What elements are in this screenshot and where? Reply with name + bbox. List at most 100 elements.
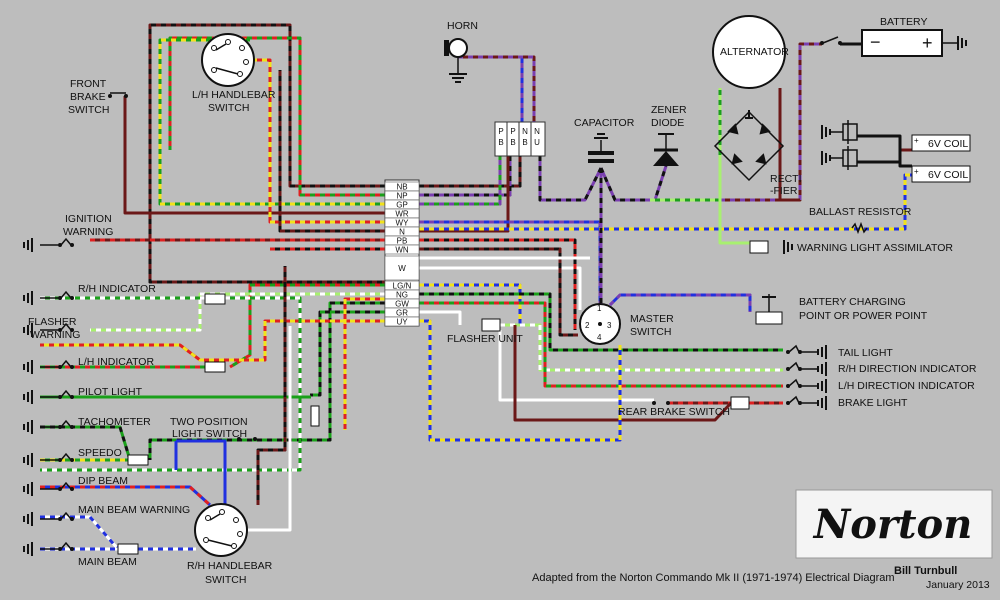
connector-row-label: NG [396,291,408,300]
battery-plus: + [922,33,933,53]
lamp-icon [60,359,72,368]
wire-tracer [419,283,522,327]
flasher-unit: FLASHER UNIT [447,318,523,345]
front-brake-label-2: BRAKE [70,91,106,103]
wire [498,330,654,402]
rectifier-label-2: -FIER [770,185,798,197]
capacitor-label: CAPACITOR [574,117,635,129]
credit-date: January 2013 [926,579,990,591]
lamp-terminal [786,401,790,405]
connector-row-label: NP [396,192,407,201]
credit-source: Adapted from the Norton Commando Mk II (… [532,572,895,584]
wire-tracer [419,156,512,197]
master-pin-3: 3 [607,321,612,330]
connector-row-label: UY [396,318,408,327]
wire [240,58,385,224]
wire-tracer [500,323,783,372]
wire-tracer [419,156,502,206]
master-switch[interactable]: 1 2 3 4 MASTER SWITCH [579,303,674,345]
wire-tracer [310,310,385,397]
credit-author: Bill Turnbull [894,565,957,577]
ground-icon [23,511,33,527]
wire [857,134,912,168]
battery: BATTERY − + [820,16,967,57]
rear-brake-switch: REAR BRAKE SWITCH [618,396,750,418]
wire-tracer [278,70,385,233]
lamp-icon [60,290,72,299]
lamp-terminal [786,350,790,354]
rear-brake-label: REAR BRAKE SWITCH [618,406,730,418]
wire [40,485,212,507]
wire [245,326,292,532]
connector-row-label: LG/N [393,282,412,291]
norton-logo: Norton [812,501,973,548]
wire [419,156,512,197]
wire [718,160,750,245]
rh-handlebar-switch[interactable]: R/H HANDLEBAR SWITCH [187,503,273,586]
wire-tracer [419,156,522,188]
lamp-icon [788,378,800,387]
lamp-icon [788,395,800,404]
terminal-wire-label: P [498,127,503,136]
main-beam-label: MAIN BEAM [78,556,137,568]
wire-tracer [40,296,302,472]
lh-handlebar-switch[interactable]: L/H HANDLEBAR SWITCH [192,33,276,114]
warning-light-assimilator: WARNING LIGHT ASSIMILATOR [749,239,953,255]
lamp-icon [60,322,72,331]
ballast-resistor-icon [851,221,868,235]
terminal-wire-label: B [510,138,515,147]
norton-badge: Norton [795,489,993,559]
wire-tracer [168,36,385,197]
ground-icon [817,378,827,394]
wire [419,310,462,325]
speedo-relay [127,454,149,466]
wire-tracer [40,485,212,507]
ground-icon [23,389,33,405]
connector-row-label: PB [397,237,408,246]
speedo-label: SPEEDO [78,447,122,459]
wire [148,23,385,284]
lh-switch-label-1: L/H HANDLEBAR [192,89,276,101]
wire-tracer [229,283,385,369]
tail-light-label: TAIL LIGHT [838,347,893,359]
lamp-icon [60,511,72,520]
wire-tracer [419,173,912,231]
wire-tracer [720,42,822,202]
wire [40,515,120,550]
wire-tracer [538,156,603,202]
wire [310,310,385,397]
tachometer-label: TACHOMETER [78,416,151,428]
main-beam-warning-label: MAIN BEAM WARNING [78,504,190,516]
flasher-unit-label: FLASHER UNIT [447,333,523,345]
connector-row-label: NB [396,183,407,192]
lamp-icon [60,389,72,398]
wire-tracer [419,301,783,388]
wire [419,156,522,188]
wire [419,156,510,233]
lamp-icon [788,344,800,353]
lamp-icon [60,481,72,490]
wire-tracer [148,23,385,284]
wire-tracer [40,425,132,461]
lh-indicator-relay [204,361,226,373]
wire-tracer [343,297,385,430]
wire-tracer [599,165,668,202]
horn-label: HORN [447,20,478,32]
wire [458,55,536,122]
pilot-light-fuse [310,405,320,427]
flasher-label-2: WARNING [30,329,80,341]
battery-label: BATTERY [880,16,927,28]
wire [176,439,227,505]
connector-row-label: GR [396,309,408,318]
ground-icon [23,237,33,253]
lh-switch-label-2: SWITCH [208,102,249,114]
wire-tracer [158,38,385,206]
svg-text:+: + [914,136,919,145]
ground-icon [23,541,33,557]
ground-icon [23,481,33,497]
wire [419,156,502,206]
wire [419,283,522,327]
zener-label-2: DIODE [651,117,684,129]
